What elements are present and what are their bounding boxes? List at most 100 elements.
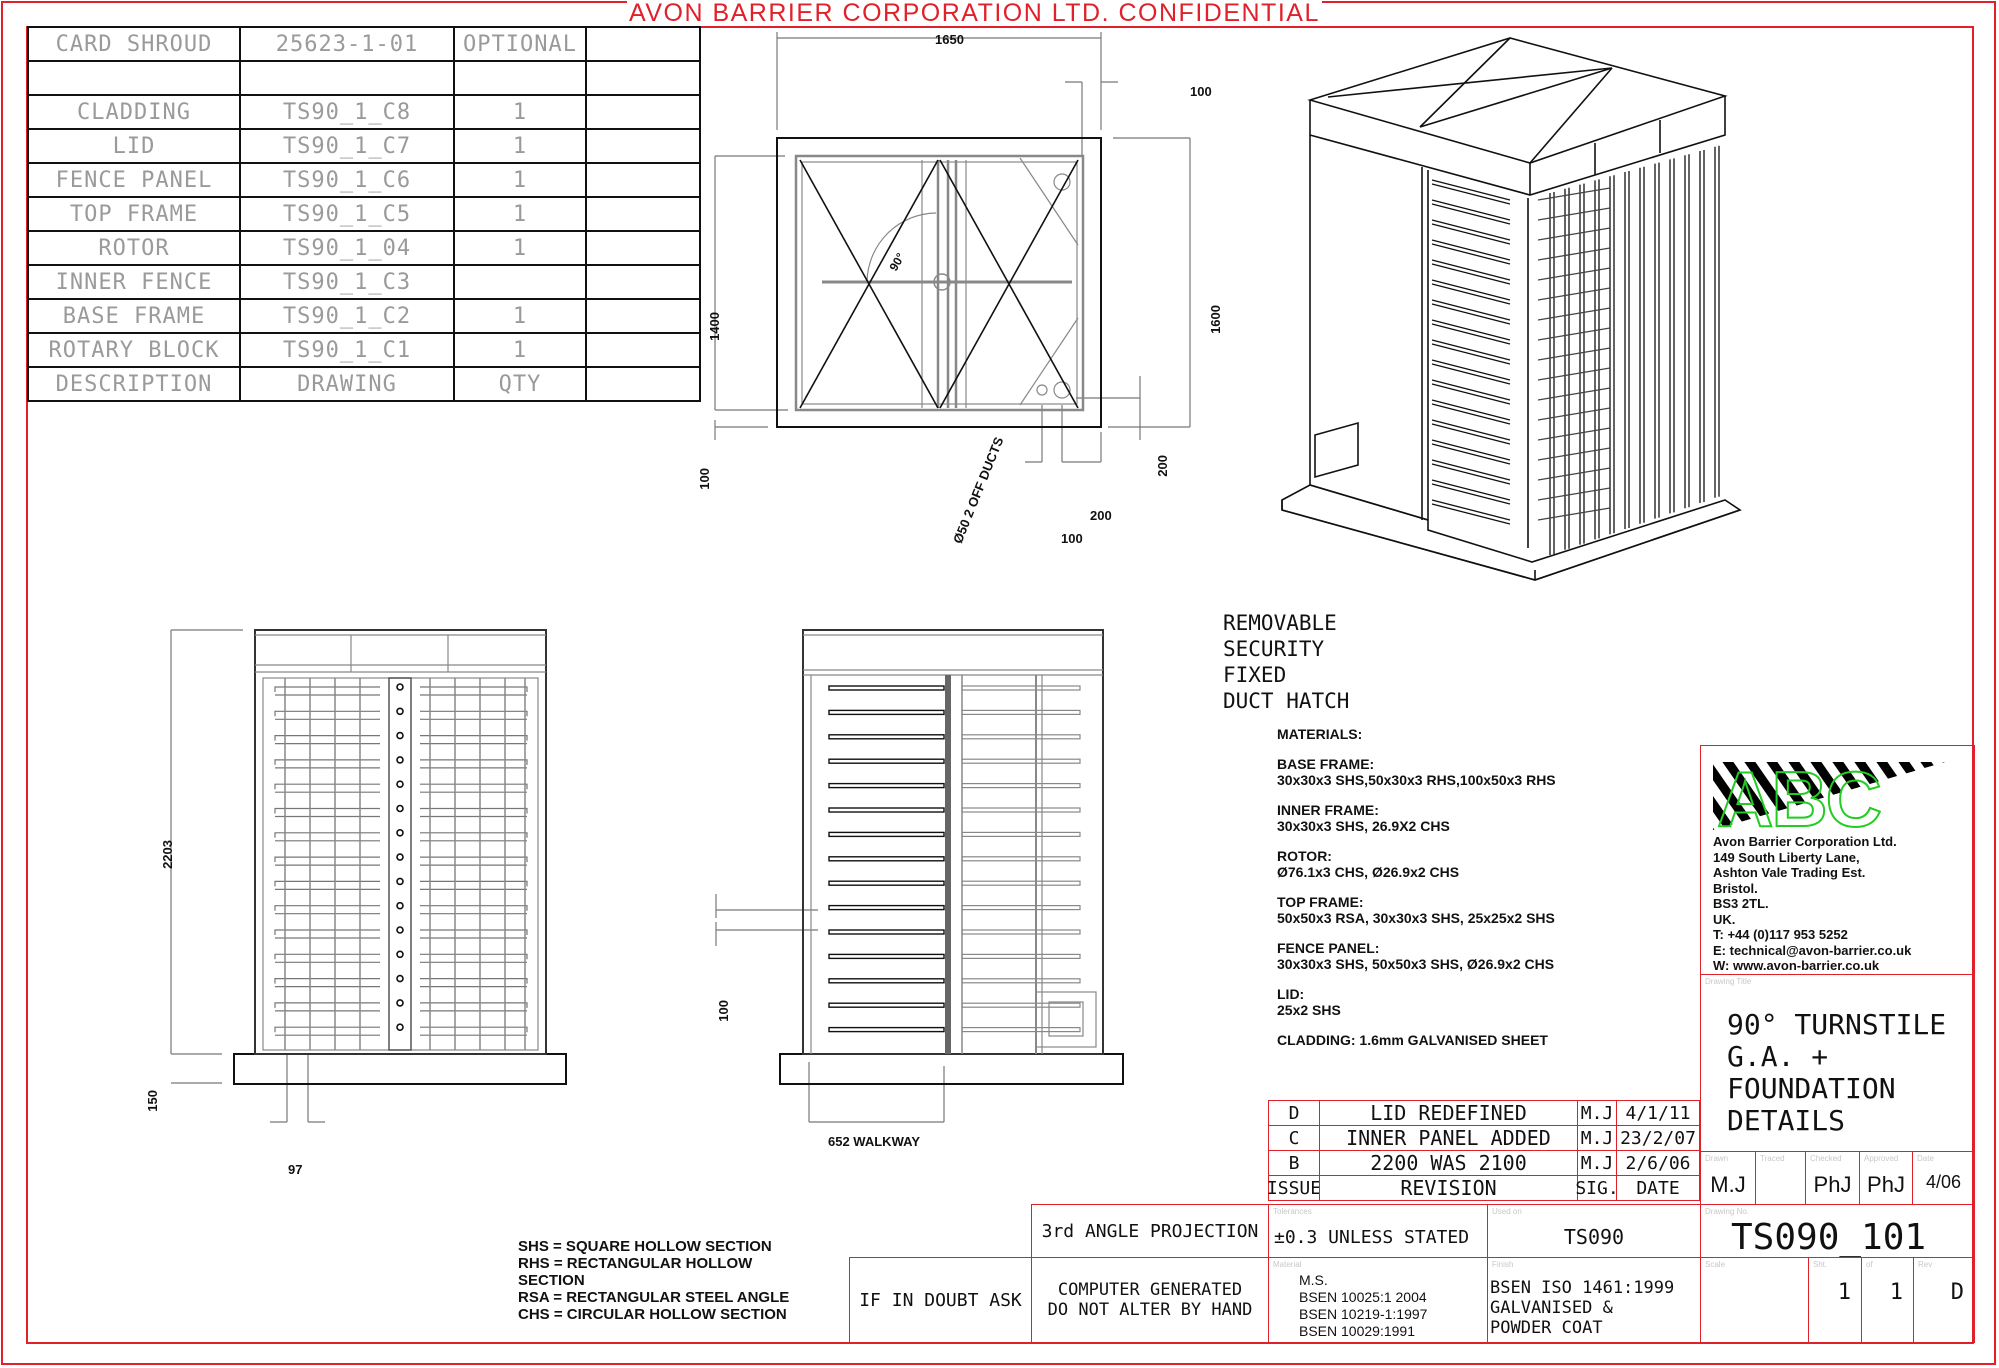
material-group: TOP FRAME:50x50x3 RSA, 30x30x3 SHS, 25x2… (1277, 894, 1556, 926)
dim-plan-200-right: 200 (1155, 455, 1170, 477)
dim-plan-bottom-left: 100 (697, 468, 712, 490)
company-address-line: 149 South Liberty Lane, (1713, 849, 1860, 865)
of-value: 1 (1889, 1280, 1903, 1305)
revision-revision: REVISION (1319, 1175, 1578, 1201)
hatch-note: REMOVABLE SECURITY FIXED DUCT HATCH (1223, 610, 1349, 714)
material-group-value: 50x50x3 RSA, 30x30x3 SHS, 25x25x2 SHS (1277, 910, 1555, 926)
company-address-line: BS3 2TL. (1713, 896, 1769, 911)
part-description: CLADDING (27, 94, 241, 130)
company-address-line: UK. (1713, 911, 1736, 927)
walkway-label: 652 WALKWAY (828, 1134, 920, 1149)
hatch-note-line: DUCT HATCH (1223, 689, 1350, 713)
part-drawing (239, 60, 455, 96)
revision-date: 23/2/07 (1616, 1125, 1700, 1151)
company-address-line: W: www.avon-barrier.co.uk (1713, 958, 1880, 973)
scale-cell: Scale (1700, 1257, 1809, 1343)
checked-label: Checked (1810, 1154, 1842, 1163)
if-in-doubt-note: IF IN DOUBT ASK (849, 1257, 1032, 1343)
part-description (27, 60, 241, 96)
revision-revision: INNER PANEL ADDED (1319, 1125, 1578, 1151)
part-drawing: TS90_1_C6 (239, 162, 455, 198)
part-qty: 1 (453, 162, 587, 198)
part-qty (453, 60, 587, 96)
sheet-cell: Sht.1 (1808, 1257, 1862, 1343)
material-group: FENCE PANEL:30x30x3 SHS, 50x50x3 SHS, Ø2… (1277, 940, 1556, 972)
plan-view-drawing (714, 32, 1191, 463)
part-qty (453, 264, 587, 300)
part-drawing: TS90_1_C3 (239, 264, 455, 300)
part-extra (585, 196, 701, 232)
revision-issue: C (1268, 1125, 1320, 1151)
abbreviation-line: CHS = CIRCULAR HOLLOW SECTION (518, 1306, 787, 1323)
drawing-number-label: Drawing No. (1705, 1207, 1750, 1216)
hatch-note-line: REMOVABLE (1223, 611, 1337, 635)
revision-revision: LID REDEFINED (1319, 1100, 1578, 1126)
abc-logo-icon: ABC (1713, 760, 1945, 832)
used-on-label: Used on (1492, 1207, 1522, 1216)
finish-label: Finish (1492, 1260, 1514, 1269)
part-extra (585, 298, 701, 334)
dim-plan-200-bottom: 200 (1090, 508, 1112, 523)
used-on-value: TS090 (1563, 1225, 1625, 1249)
header-description: DESCRIPTION (27, 366, 241, 402)
drawing-title-line: 90° TURNSTILE (1727, 1008, 1947, 1041)
finish-cell: Finish BSEN ISO 1461:1999 GALVANISED & P… (1487, 1257, 1701, 1343)
material-group: INNER FRAME:30x30x3 SHS, 26.9X2 CHS (1277, 802, 1556, 834)
material-group-label: LID: (1277, 986, 1305, 1002)
drawing-number-cell: Drawing No. TS090_101 (1700, 1204, 1975, 1258)
part-extra (585, 332, 701, 368)
material-line: BSEN 10025:1 2004 (1299, 1289, 1427, 1305)
dim-front-bar: 97 (288, 1162, 303, 1177)
part-qty: 1 (453, 298, 587, 334)
part-qty: 1 (453, 94, 587, 130)
part-description: ROTARY BLOCK (27, 332, 241, 368)
company-address-line: Ashton Vale Trading Est. (1713, 865, 1866, 880)
abbreviation-line: RSA = RECTANGULAR STEEL ANGLE (518, 1289, 790, 1306)
company-address-line: T: +44 (0)117 953 5252 (1713, 927, 1848, 942)
part-extra (585, 162, 701, 198)
dim-plan-outer-height: 1600 (1208, 305, 1223, 334)
cg-line: DO NOT ALTER BY HAND (1047, 1300, 1253, 1320)
traced-label: Traced (1760, 1154, 1785, 1163)
material-group-value: 30x30x3 SHS,50x30x3 RHS,100x50x3 RHS (1277, 772, 1556, 788)
rev-value: D (1950, 1280, 1964, 1305)
dim-plan-offset-top: 100 (1190, 84, 1212, 99)
tolerance-label: Tolerances (1273, 1207, 1312, 1216)
revision-sig: M.J (1577, 1125, 1617, 1151)
isometric-view-drawing (1281, 37, 1742, 581)
part-description: LID (27, 128, 241, 164)
drawing-title-cell: Drawing Title 90° TURNSTILE G.A. + FOUND… (1700, 974, 1975, 1152)
dim-side-100: 100 (716, 1000, 731, 1022)
part-description: FENCE PANEL (27, 162, 241, 198)
abbreviations-legend: SHS = SQUARE HOLLOW SECTION RHS = RECTAN… (518, 1238, 789, 1323)
part-description: TOP FRAME (27, 196, 241, 232)
material-group-value: Ø76.1x3 CHS, Ø26.9x2 CHS (1277, 864, 1460, 880)
revision-date: DATE (1616, 1175, 1700, 1201)
material-group-label: BASE FRAME: (1277, 756, 1375, 772)
materials-notes: MATERIALS: BASE FRAME:30x30x3 SHS,50x30x… (1277, 726, 1556, 1048)
material-group-value: 30x30x3 SHS, 26.9X2 CHS (1277, 818, 1450, 834)
drawing-title-line: G.A. + (1727, 1040, 1829, 1073)
revision-sig: M.J (1577, 1150, 1617, 1176)
revision-issue: ISSUE (1267, 1175, 1321, 1201)
header-drawing: DRAWING (239, 366, 455, 402)
material-label: Material (1273, 1260, 1302, 1269)
parts-row (27, 60, 701, 96)
revision-sig: M.J (1577, 1100, 1617, 1126)
revision-sig: SIG. (1575, 1175, 1619, 1201)
part-drawing: TS90_1_C5 (239, 196, 455, 232)
part-extra (585, 94, 701, 130)
material-group-label: FENCE PANEL: (1277, 940, 1380, 956)
